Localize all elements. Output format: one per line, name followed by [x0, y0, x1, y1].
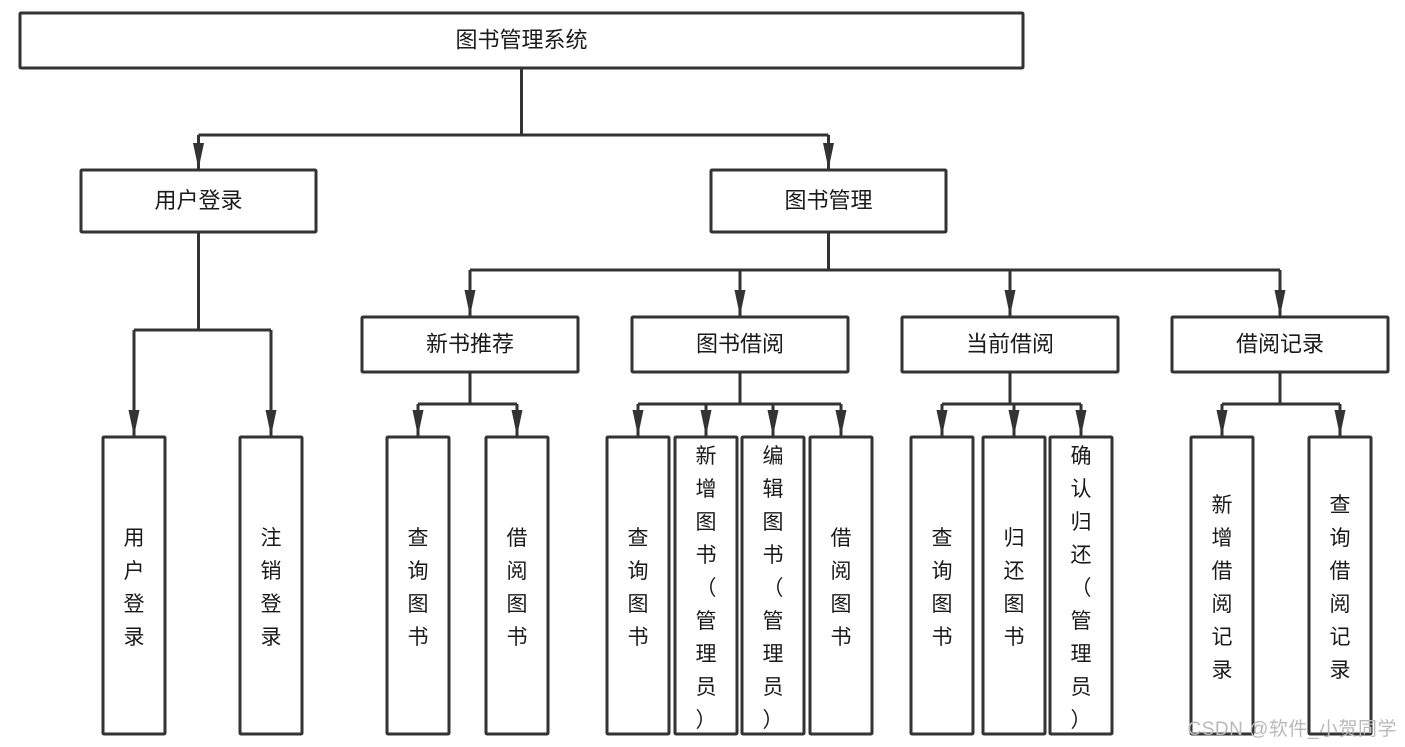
- node-leaf-query-book-current[interactable]: 查询图书: [909, 435, 975, 736]
- node-label-leaf-query-borrow-record: 查询借阅记录: [1330, 494, 1351, 682]
- connector-layer: [128, 68, 1346, 436]
- node-box-leaf-logout-login: [238, 435, 304, 736]
- node-label-leaf-return-book: 归还图书: [1004, 527, 1025, 649]
- node-new-book-recommend[interactable]: 新书推荐: [360, 315, 580, 374]
- arrow-head-icon: [823, 143, 834, 169]
- node-label-user-login: 用户登录: [154, 188, 242, 213]
- node-box-leaf-query-book-recommend: [385, 435, 451, 736]
- node-box-user-login: [79, 168, 318, 234]
- node-user-login[interactable]: 用户登录: [79, 168, 318, 234]
- arrow-head-icon: [1216, 410, 1228, 436]
- node-box-new-book-recommend: [360, 315, 580, 374]
- node-leaf-return-book[interactable]: 归还图书: [981, 435, 1047, 736]
- arrow-head-icon: [511, 410, 523, 436]
- node-layer: 图书管理系统用户登录图书管理新书推荐图书借阅当前借阅借阅记录用户登录注销登录查询…: [18, 11, 1390, 736]
- arrow-head-icon: [767, 410, 779, 436]
- arrow-head-icon: [1075, 410, 1087, 436]
- node-box-leaf-edit-book-admin: [740, 435, 806, 736]
- arrow-head-icon: [1008, 410, 1020, 436]
- node-leaf-add-book-admin[interactable]: 新增图书（管理员）: [673, 435, 739, 736]
- node-label-leaf-add-borrow-record: 新增借阅记录: [1212, 494, 1233, 682]
- node-label-leaf-confirm-return-admin: 确认归还（管理员）: [1071, 445, 1092, 732]
- arrow-head-icon: [936, 410, 948, 436]
- arrow-head-icon: [193, 143, 204, 169]
- node-leaf-borrow-book-recommend[interactable]: 借阅图书: [484, 435, 550, 736]
- arrow-head-icon: [1334, 410, 1346, 436]
- node-label-leaf-edit-book-admin: 编辑图书（管理员）: [763, 445, 784, 732]
- node-leaf-query-book-recommend[interactable]: 查询图书: [385, 435, 451, 736]
- node-box-leaf-confirm-return-admin: [1048, 435, 1114, 736]
- node-box-book-manage: [709, 168, 948, 234]
- node-box-leaf-query-book-borrow: [605, 435, 671, 736]
- node-leaf-user-login[interactable]: 用户登录: [101, 435, 167, 736]
- node-leaf-add-borrow-record[interactable]: 新增借阅记录: [1189, 435, 1255, 736]
- node-leaf-logout-login[interactable]: 注销登录: [238, 435, 304, 736]
- node-label-new-book-recommend: 新书推荐: [426, 331, 514, 356]
- node-leaf-borrow-book[interactable]: 借阅图书: [808, 435, 874, 736]
- node-book-manage[interactable]: 图书管理: [709, 168, 948, 234]
- node-label-borrow-record: 借阅记录: [1236, 331, 1324, 356]
- node-label-leaf-query-book-borrow: 查询图书: [628, 527, 649, 649]
- node-root[interactable]: 图书管理系统: [18, 11, 1025, 70]
- arrow-head-icon: [835, 410, 847, 436]
- node-label-leaf-borrow-book: 借阅图书: [831, 527, 852, 649]
- node-borrow-record[interactable]: 借阅记录: [1170, 315, 1390, 374]
- node-label-leaf-user-login: 用户登录: [124, 527, 145, 649]
- node-label-book-manage: 图书管理: [784, 188, 872, 213]
- arrow-head-icon: [128, 410, 140, 436]
- node-box-leaf-add-book-admin: [673, 435, 739, 736]
- node-box-leaf-query-book-current: [909, 435, 975, 736]
- node-box-leaf-borrow-book: [808, 435, 874, 736]
- node-book-borrow[interactable]: 图书借阅: [630, 315, 850, 374]
- arrow-head-icon: [734, 290, 746, 316]
- node-box-book-borrow: [630, 315, 850, 374]
- node-label-root: 图书管理系统: [455, 27, 587, 52]
- arrow-head-icon: [1274, 290, 1286, 316]
- arrow-head-icon: [700, 410, 712, 436]
- node-box-leaf-user-login: [101, 435, 167, 736]
- node-label-leaf-query-book-current: 查询图书: [932, 527, 953, 649]
- node-label-current-borrow: 当前借阅: [966, 331, 1054, 356]
- node-leaf-edit-book-admin[interactable]: 编辑图书（管理员）: [740, 435, 806, 736]
- arrow-head-icon: [464, 290, 476, 316]
- arrow-head-icon: [412, 410, 424, 436]
- node-box-leaf-add-borrow-record: [1189, 435, 1255, 736]
- node-leaf-query-book-borrow[interactable]: 查询图书: [605, 435, 671, 736]
- node-box-leaf-return-book: [981, 435, 1047, 736]
- node-box-root: [18, 11, 1025, 70]
- node-current-borrow[interactable]: 当前借阅: [900, 315, 1120, 374]
- node-label-leaf-add-book-admin: 新增图书（管理员）: [696, 445, 717, 732]
- node-label-leaf-borrow-book-recommend: 借阅图书: [507, 527, 528, 649]
- node-label-leaf-logout-login: 注销登录: [261, 527, 282, 649]
- node-box-leaf-borrow-book-recommend: [484, 435, 550, 736]
- node-box-current-borrow: [900, 315, 1120, 374]
- arrow-head-icon: [1004, 290, 1016, 316]
- node-label-book-borrow: 图书借阅: [696, 331, 784, 356]
- watermark-text: CSDN @软件_小贺同学: [1187, 719, 1397, 740]
- node-label-leaf-query-book-recommend: 查询图书: [408, 527, 429, 649]
- arrow-head-icon: [632, 410, 644, 436]
- node-leaf-query-borrow-record[interactable]: 查询借阅记录: [1307, 435, 1373, 736]
- node-box-borrow-record: [1170, 315, 1390, 374]
- node-box-leaf-query-borrow-record: [1307, 435, 1373, 736]
- arrow-head-icon: [265, 410, 277, 436]
- node-leaf-confirm-return-admin[interactable]: 确认归还（管理员）: [1048, 435, 1114, 736]
